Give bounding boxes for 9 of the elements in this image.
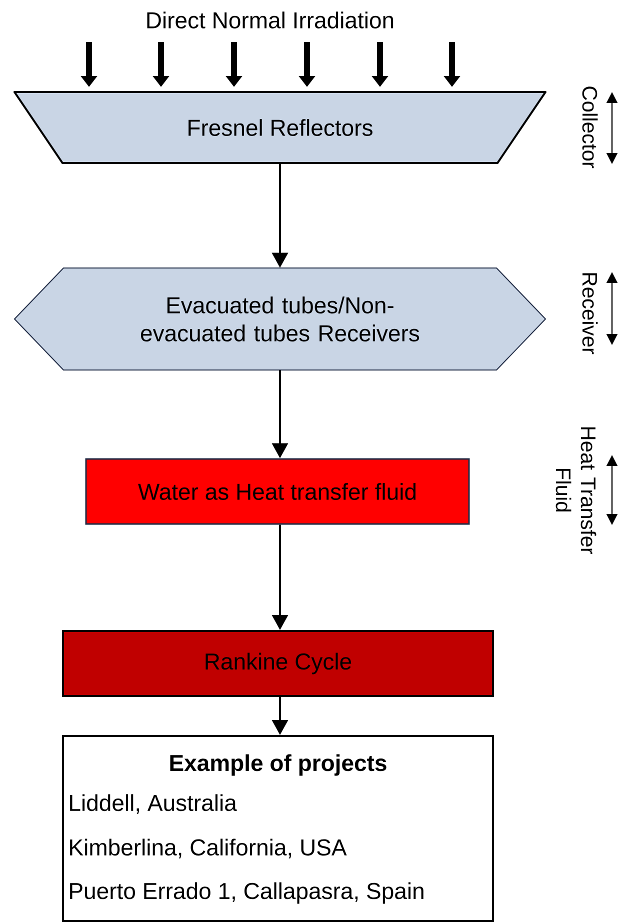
process-box: Water as Heat transfer fluid xyxy=(85,458,470,525)
projects-box: Example of projects Liddell, Australia Kimberlina, California, USA Puerto Errado 1, Callapasra, Spain xyxy=(62,735,494,922)
process-box: Rankine Cycle xyxy=(62,630,494,697)
side-label: Receiver xyxy=(582,273,598,354)
receiver-hexagon: Evacuated tubes/Non-evacuated tubes Receivers xyxy=(14,268,546,370)
side-label: Heat Transfer Fluid xyxy=(556,427,596,554)
heading-text: Direct Normal Irradiation xyxy=(147,12,394,28)
reflector-trapezoid: Fresnel Reflectors xyxy=(14,91,546,164)
side-label: Collector xyxy=(582,86,598,168)
